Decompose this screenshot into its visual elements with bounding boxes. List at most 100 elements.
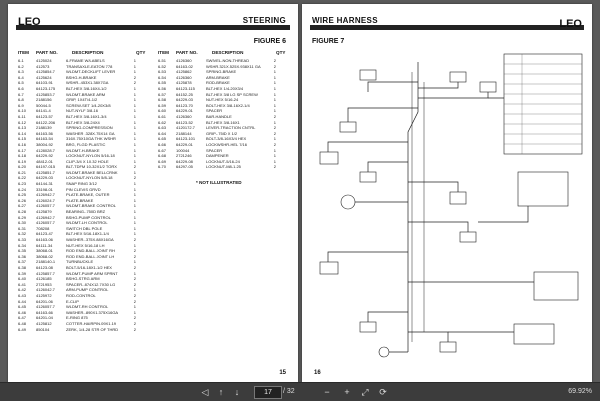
- item-cell: 6-29: [18, 214, 27, 220]
- part-cell: 4126360: [176, 58, 192, 63]
- qty-cell: 1: [133, 153, 136, 159]
- description-cell: ROD END-BALL JOINT RH: [66, 248, 115, 254]
- description-cell: WLDMT-BRAKE BELLCRNK: [66, 169, 118, 175]
- prev-page-icon[interactable]: ◁: [201, 387, 209, 397]
- item-cell: 6-40: [18, 276, 27, 282]
- qty-cell: 1: [133, 85, 136, 91]
- part-cell: 64123-115: [176, 85, 195, 91]
- viewer-toolbar: ◁ ↑ ↓ 17 / 32 − + ⤢ ⟳ 69.92%: [0, 382, 600, 401]
- item-cell: 6-20: [18, 164, 27, 170]
- next-arrow-icon[interactable]: ↓: [234, 387, 240, 397]
- qty-cell: 1: [273, 108, 276, 114]
- description-cell: LOCKNUT-5/16-24: [206, 158, 240, 164]
- not-illustrated-note: * NOT ILLUSTRATED: [196, 180, 242, 185]
- item-cell: 6-54: [158, 74, 167, 80]
- zoom-in-icon[interactable]: +: [344, 387, 350, 397]
- item-cell: 6-35: [18, 248, 27, 254]
- qty-cell: 2: [133, 320, 136, 326]
- part-cell: 2188139: [36, 125, 52, 131]
- qty-cell: 1: [133, 181, 136, 187]
- part-cell: 708208: [36, 225, 50, 231]
- rotate-icon[interactable]: ⟳: [379, 387, 387, 397]
- item-cell: 6-8: [18, 97, 24, 103]
- item-cell: 6-10: [18, 108, 27, 114]
- description-cell: WLDMT-PUMP ARM SPRNT: [66, 270, 118, 276]
- header-band: [16, 16, 290, 30]
- connector-icon: [449, 71, 467, 83]
- fit-page-icon[interactable]: ⤢: [361, 387, 369, 397]
- part-cell: 4126024.7: [36, 197, 55, 203]
- qty-cell: 1: [133, 141, 136, 147]
- column-header-desc: DESCRIPTION: [72, 50, 104, 55]
- figure-label: FIGURE 6: [253, 38, 286, 45]
- qty-cell: 1: [133, 69, 136, 75]
- prev-arrow-icon[interactable]: ↑: [218, 387, 224, 397]
- qty-cell: 2: [133, 326, 136, 332]
- relay-icon: [340, 194, 356, 210]
- description-cell: 6-FRAME W/LABELS: [66, 58, 105, 63]
- item-cell: 6-43: [18, 292, 27, 298]
- part-cell: 64123-57: [36, 113, 53, 119]
- connector-icon: [479, 81, 497, 93]
- qty-cell: 1: [273, 97, 276, 103]
- part-cell: 4125878: [176, 80, 192, 86]
- description-cell: BLT-HEX 3/8 LG SP SCREW: [206, 91, 258, 97]
- part-cell: 4125854.7: [36, 69, 55, 75]
- description-cell: SWITCH DBL POLE: [66, 225, 103, 231]
- item-cell: 6-46: [18, 309, 27, 315]
- item-cell: 6-49: [18, 326, 27, 332]
- zoom-out-icon[interactable]: −: [324, 387, 330, 397]
- section-title: STEERING: [242, 16, 286, 25]
- part-cell: 4125812: [36, 320, 52, 326]
- qty-cell: 1: [133, 119, 136, 125]
- item-cell: 6-23: [18, 181, 27, 187]
- item-cell: 6-69: [158, 158, 167, 164]
- qty-cell: 1: [273, 153, 276, 159]
- item-cell: 6-61: [158, 113, 167, 119]
- page-number-input[interactable]: 17: [254, 386, 282, 399]
- description-cell: SPACER-.874X12.7X30 LG: [66, 281, 116, 287]
- item-cell: 6-11: [18, 113, 26, 119]
- part-cell: 4125024: [36, 58, 52, 63]
- item-cell: 6-9: [18, 102, 24, 108]
- part-cell: 64123-47: [36, 231, 53, 237]
- item-cell: 6-12: [18, 119, 27, 125]
- column-header-item: ITEM: [18, 50, 29, 55]
- description-cell: LOCKNUT-NYLON 5/8-18: [66, 175, 113, 181]
- qty-cell: 2: [133, 80, 136, 86]
- description-cell: BAR-HANDLE: [206, 113, 232, 119]
- description-cell: E-RING 875: [66, 315, 88, 321]
- part-cell: 4126057.7: [36, 304, 55, 310]
- qty-cell: 2: [273, 58, 276, 63]
- qty-cell: 2: [133, 315, 136, 321]
- item-cell: 6-30: [18, 220, 27, 226]
- wire-harness-diagram: [319, 53, 583, 358]
- qty-cell: 1: [133, 259, 136, 265]
- description-cell: BLT-HEX 1/4-20X3/4: [206, 85, 244, 91]
- description-cell: WLDMT-BRAKE CONTROL: [66, 203, 117, 209]
- description-cell: LOCKWSHR-HEL 7/16: [206, 141, 247, 147]
- qty-cell: 1: [273, 102, 276, 108]
- description-cell: SPRING-BRAKE: [206, 69, 237, 75]
- brand-logo: LEO: [559, 18, 582, 30]
- item-cell: 6-58: [158, 97, 167, 103]
